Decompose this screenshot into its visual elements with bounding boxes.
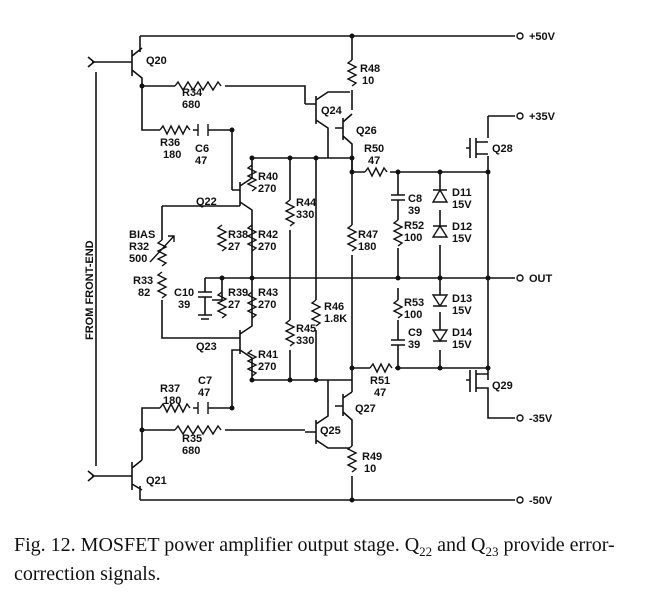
bias-label: BIAS	[129, 229, 155, 241]
rail-pos50-label: +50V	[529, 31, 556, 43]
q22-label: Q22	[196, 196, 217, 208]
c6-value: 47	[195, 155, 207, 167]
rail-neg35-label: -35V	[529, 413, 553, 425]
r33-value: 82	[138, 287, 150, 299]
d12-label: D12	[452, 221, 472, 233]
r42-label: R42	[258, 229, 278, 241]
r47-value: 180	[358, 241, 376, 253]
r48-label: R48	[360, 63, 380, 75]
r34-value: 680	[182, 99, 200, 111]
q20-label: Q20	[146, 55, 167, 67]
q28-label: Q28	[492, 143, 513, 155]
r41-label: R41	[258, 349, 278, 361]
r33-label: R33	[133, 275, 153, 287]
d13-value: 15V	[452, 305, 472, 317]
r39-label: R39	[228, 287, 248, 299]
r52-value: 100	[404, 232, 422, 244]
d12-value: 15V	[452, 233, 472, 245]
terminal-pos50	[516, 32, 524, 40]
r35-value: 680	[182, 445, 200, 457]
r46-label: R46	[324, 301, 344, 313]
terminal-neg35	[516, 414, 524, 422]
r51-value: 47	[374, 387, 386, 399]
c10-value: 39	[178, 299, 190, 311]
rail-neg50-label: -50V	[529, 495, 553, 507]
caption-mid: and Q	[432, 534, 486, 556]
component-labels: +50V +35V OUT -35V -50V FROM FRONT-END Q…	[84, 31, 556, 507]
wiring	[87, 35, 515, 501]
c9-label: C9	[408, 327, 422, 339]
terminals	[516, 32, 524, 504]
r38-value: 27	[228, 241, 240, 253]
r45-value: 330	[296, 335, 314, 347]
caption-prefix: Fig. 12. MOSFET power amplifier output s…	[14, 534, 420, 556]
r42-value: 270	[258, 241, 276, 253]
r32-value: 500	[129, 253, 147, 265]
r53-value: 100	[404, 309, 422, 321]
d14-label: D14	[452, 327, 473, 339]
rail-pos35-label: +35V	[529, 111, 556, 123]
c9-value: 39	[408, 339, 420, 351]
r49-label: R49	[362, 451, 382, 463]
c7-value: 47	[198, 387, 210, 399]
d14-value: 15V	[452, 339, 472, 351]
q23-label: Q23	[196, 341, 217, 353]
r50-value: 47	[368, 155, 380, 167]
q21-label: Q21	[146, 475, 167, 487]
schematic: +50V +35V OUT -35V -50V FROM FRONT-END Q…	[84, 31, 556, 507]
figure-caption: Fig. 12. MOSFET power amplifier output s…	[14, 534, 644, 585]
r41-value: 270	[258, 361, 276, 373]
r34-label: R34	[182, 87, 203, 99]
resistor-symbols	[149, 59, 449, 473]
r53-label: R53	[404, 297, 424, 309]
d11-value: 15V	[452, 199, 472, 211]
r52-label: R52	[404, 220, 424, 232]
caption-q22-subscript: 22	[419, 544, 433, 559]
r47-label: R47	[358, 229, 378, 241]
c7-label: C7	[198, 375, 212, 387]
side-label: FROM FRONT-END	[84, 240, 96, 340]
r36-value: 180	[163, 149, 181, 161]
r50-label: R50	[364, 143, 384, 155]
r38-label: R38	[228, 229, 248, 241]
d11-label: D11	[452, 187, 472, 199]
r32-label: R32	[129, 241, 149, 253]
r44-value: 330	[296, 209, 314, 221]
q24-label: Q24	[321, 105, 343, 117]
r51-label: R51	[370, 375, 390, 387]
d13-label: D13	[452, 293, 472, 305]
r45-label: R45	[296, 323, 316, 335]
q27-label: Q27	[355, 403, 376, 415]
r37-label: R37	[160, 383, 180, 395]
r35-label: R35	[182, 433, 202, 445]
c6-label: C6	[195, 143, 209, 155]
r46-value: 1.8K	[324, 313, 347, 325]
r49-value: 10	[364, 463, 376, 475]
c10-label: C10	[174, 287, 194, 299]
rail-out-label: OUT	[529, 273, 553, 285]
c8-value: 39	[408, 205, 420, 217]
r39-value: 27	[228, 299, 240, 311]
q26-label: Q26	[356, 125, 377, 137]
r37-value: 180	[163, 395, 181, 407]
caption-q23-subscript: 23	[485, 544, 499, 559]
terminal-out	[516, 274, 524, 282]
r43-label: R43	[258, 287, 278, 299]
r44-label: R44	[296, 197, 317, 209]
r40-value: 270	[258, 183, 276, 195]
q25-label: Q25	[320, 425, 341, 437]
q29-label: Q29	[492, 380, 513, 392]
caption-suffix: provide error-correction signals.	[14, 534, 615, 585]
terminal-pos35	[516, 112, 524, 120]
r48-value: 10	[362, 75, 374, 87]
r43-value: 270	[258, 299, 276, 311]
junction-dots	[139, 33, 491, 503]
r40-label: R40	[258, 171, 278, 183]
r36-label: R36	[160, 137, 180, 149]
terminal-neg50	[516, 496, 524, 504]
c8-label: C8	[408, 193, 422, 205]
